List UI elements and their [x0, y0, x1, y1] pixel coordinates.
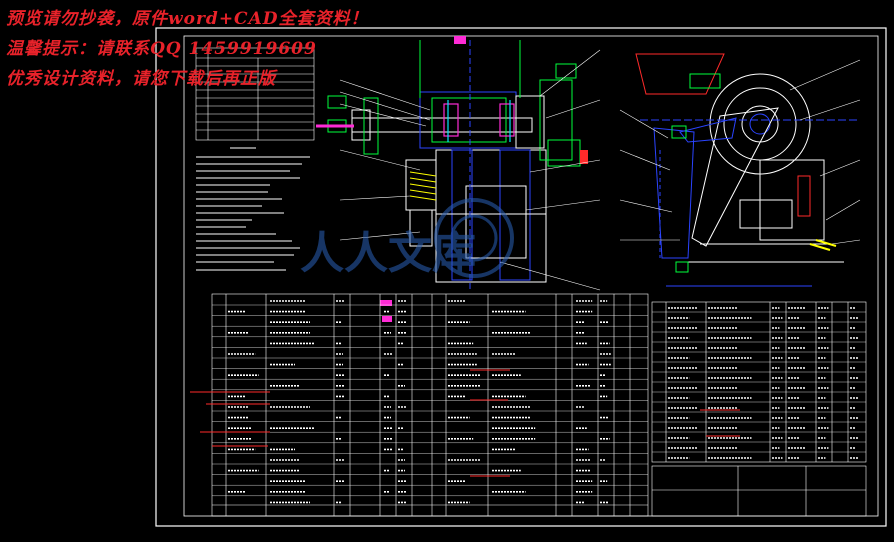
- spec-table: [195, 47, 315, 141]
- front-view-assembly: [327, 40, 581, 290]
- pulley-hatch: [409, 171, 437, 201]
- watermark-line-2: 温馨提示：请联系QQ 1459919609: [6, 39, 317, 59]
- technical-notes: [196, 147, 310, 271]
- watermark-stamp: 人人文库: [300, 198, 514, 279]
- parts-list-table: [211, 293, 867, 517]
- watermark-line-3: 优秀设计资料，请您下载后再正版: [6, 69, 276, 89]
- side-view-crusher: [635, 53, 860, 287]
- accent-details: [316, 36, 588, 322]
- stamp-text: 人人文库: [300, 228, 476, 279]
- watermark-line-1: 预览请勿抄袭，原件word+CAD全套资料！: [6, 9, 369, 29]
- inner-frame: [183, 35, 879, 517]
- outer-frame: [155, 27, 887, 527]
- parts-list-text: [228, 300, 859, 504]
- leader-lines: [339, 49, 861, 291]
- red-markups: [190, 369, 740, 477]
- parts-list-rows: [212, 304, 866, 496]
